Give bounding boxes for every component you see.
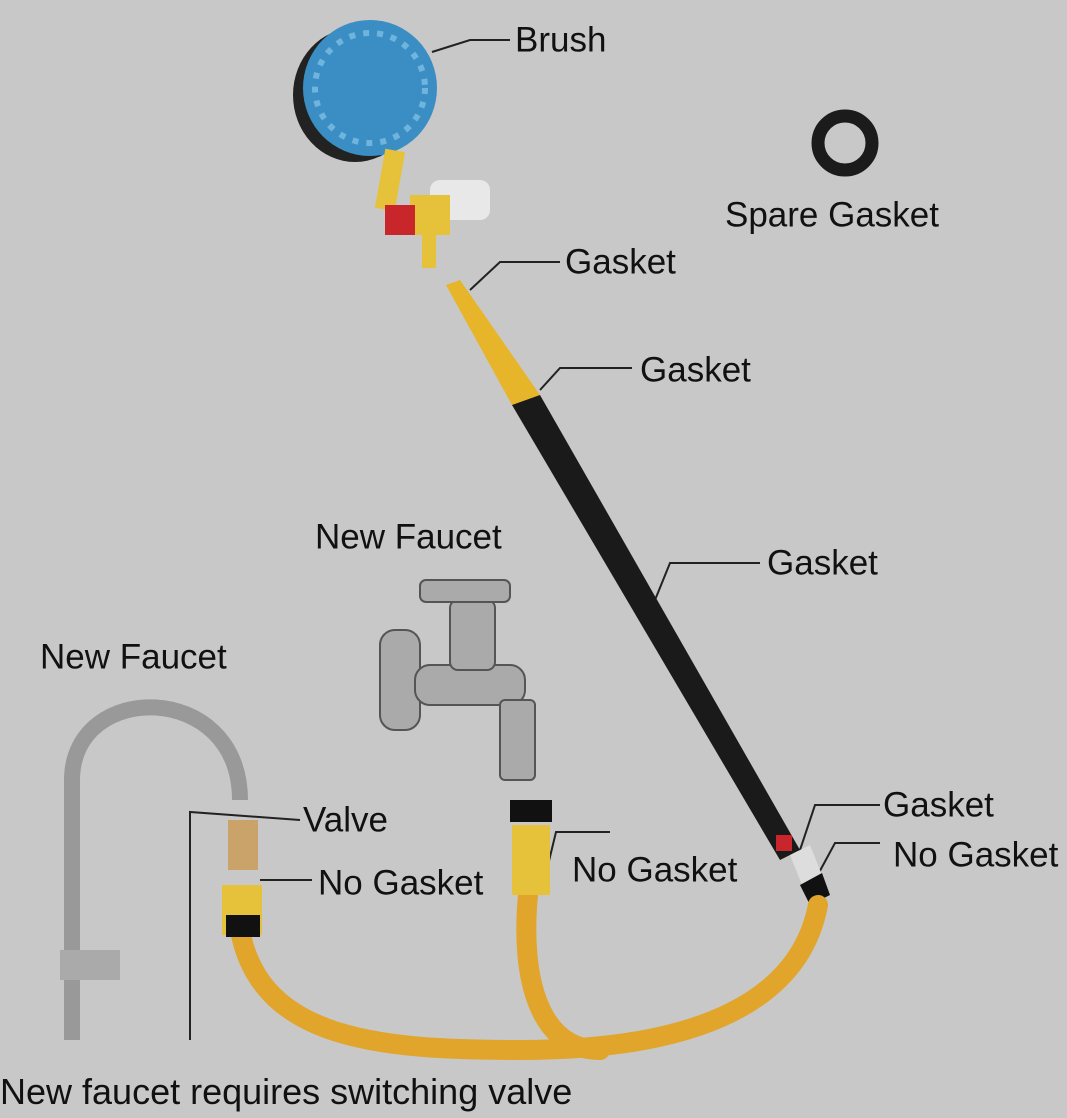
wall-faucet-icon — [379, 579, 536, 781]
hose-icon — [230, 885, 828, 1061]
footer-note: New faucet requires switching valve — [0, 1071, 573, 1112]
spare-gasket-label: Spare Gasket — [725, 195, 939, 235]
spare-gasket-icon — [811, 109, 879, 177]
gasket-label: Gasket — [883, 785, 994, 825]
new-faucet-label: New Faucet — [315, 517, 502, 557]
valve-label: Valve — [303, 800, 388, 840]
gasket-label: Gasket — [565, 242, 676, 282]
brush-icon — [293, 20, 490, 268]
brush-label: Brush — [515, 20, 607, 60]
no-gasket-label: No Gasket — [318, 863, 484, 903]
new-faucet-label: New Faucet — [40, 637, 227, 677]
leader-lines — [189, 39, 880, 1040]
gasket-label: Gasket — [640, 350, 751, 390]
gasket-label: Gasket — [767, 543, 878, 583]
kitchen-faucet-icon — [60, 699, 248, 1040]
no-gasket-label: No Gasket — [572, 850, 738, 890]
no-gasket-label: No Gasket — [893, 835, 1059, 875]
hose-connectors-icon — [222, 800, 552, 937]
